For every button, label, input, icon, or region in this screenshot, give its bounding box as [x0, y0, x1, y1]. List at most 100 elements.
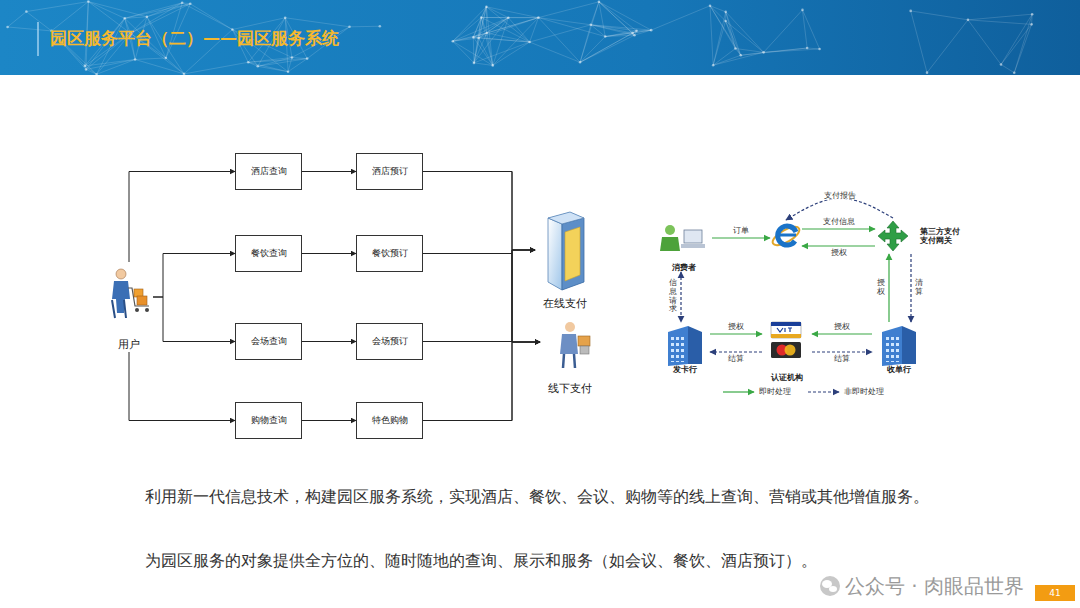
- network-pattern-part: [123, 17, 126, 20]
- network-pattern-part: [709, 4, 712, 7]
- network-pattern-part: [348, 26, 351, 29]
- server-icon-part: [548, 212, 584, 290]
- network-pattern-part: [909, 10, 912, 13]
- acquirer-bank-icon: [882, 326, 916, 366]
- network-pattern-part: [927, 20, 968, 73]
- legend-sample: [722, 388, 756, 396]
- acquirer-bank-icon-part: [882, 326, 902, 366]
- network-pattern-part: [712, 64, 715, 67]
- network-pattern-part: [528, 41, 531, 44]
- network-pattern-part: [486, 7, 508, 18]
- network-pattern-part: [538, 18, 590, 25]
- network-pattern-part: [538, 18, 605, 37]
- connector: [423, 172, 540, 343]
- network-pattern-part: [182, 3, 232, 30]
- consumer-icon: [660, 225, 705, 251]
- consumer-icon-part: [681, 244, 705, 248]
- legend-item: 非即时处理: [807, 386, 884, 397]
- network-pattern-part: [472, 36, 475, 39]
- network-pattern-part: [530, 25, 591, 42]
- network-pattern-part: [95, 73, 98, 75]
- network-pattern-part: [493, 18, 509, 66]
- server-icon: [548, 212, 584, 290]
- process-box: 购物查询: [235, 402, 302, 439]
- network-pattern-part: [508, 17, 538, 18]
- node-label: 用户: [118, 339, 140, 352]
- network-pattern-part: [135, 59, 184, 73]
- network-pattern-part: [125, 4, 191, 19]
- server-icon-part: [565, 227, 580, 281]
- edge-label: 授权: [833, 323, 851, 332]
- issuer-bank-icon-part: [688, 326, 702, 364]
- network-pattern-part: [739, 54, 742, 57]
- network-pattern-part: [473, 62, 476, 65]
- network-pattern-part: [1001, 65, 1014, 73]
- user-cart-icon-part: [128, 288, 149, 306]
- legend-sample: [807, 388, 841, 396]
- network-pattern-part: [474, 33, 487, 63]
- cashier-icon-part: [565, 322, 575, 332]
- connector: [710, 333, 762, 334]
- network-pattern-part: [634, 30, 651, 35]
- network-pattern-part: [710, 6, 713, 65]
- node-label: 餐饮查询: [251, 248, 287, 258]
- network-pattern-part: [25, 10, 28, 13]
- edge-label: 授权: [877, 278, 885, 298]
- network-pattern-part: [183, 73, 186, 75]
- cashier-icon-part: [580, 346, 589, 354]
- network-pattern-part: [453, 7, 487, 42]
- connector: [302, 171, 356, 172]
- network-pattern: [6, 0, 1033, 75]
- network-pattern-part: [474, 7, 486, 63]
- network-pattern-part: [968, 14, 1032, 20]
- node-label: 购物查询: [251, 415, 287, 425]
- page-number: 41: [1035, 585, 1075, 601]
- connector: [812, 333, 872, 334]
- card-icons-part: [771, 334, 801, 338]
- edge-label: 授权: [830, 249, 848, 258]
- edge-label: 订单: [732, 227, 750, 236]
- network-pattern-part: [762, 51, 765, 54]
- body-text: 利用新一代信息技术，构建园区服务系统，实现酒店、餐饮、会议、购物等的线上查询、营…: [98, 481, 958, 512]
- network-pattern-part: [538, 2, 598, 18]
- network-pattern-part: [911, 11, 968, 20]
- node-label: 特色购物: [372, 415, 408, 425]
- legend-sample-part: [808, 391, 839, 392]
- network-pattern-part: [486, 7, 492, 66]
- network-pattern-part: [1030, 23, 1033, 26]
- card-icons-part: [771, 322, 801, 326]
- edge-label: 授权: [727, 323, 745, 332]
- title-bar: [37, 22, 39, 56]
- connector: [129, 352, 235, 421]
- browser-icon: [770, 223, 802, 248]
- network-pattern-part: [651, 6, 710, 30]
- connector: [129, 172, 235, 263]
- network-pattern-part: [147, 4, 190, 17]
- bank-node: 收单行: [872, 322, 925, 374]
- body-text: 为园区服务的对象提供全方位的、随时随地的查询、展示和服务（如会议、餐饮、酒店预订…: [98, 545, 958, 576]
- network-pattern-part: [8, 12, 27, 27]
- network-pattern-part: [287, 70, 290, 73]
- connector: [423, 172, 535, 251]
- network-pattern-part: [713, 55, 741, 65]
- connector: [302, 341, 356, 342]
- node-label: 酒店预订: [372, 166, 408, 176]
- node-label: 在线支付: [543, 298, 587, 311]
- network-pattern-part: [284, 16, 287, 19]
- network-pattern-part: [764, 10, 803, 52]
- network-pattern-part: [968, 20, 1032, 25]
- network-pattern-part: [285, 18, 349, 27]
- network-pattern-part: [473, 33, 486, 37]
- acquirer-bank-icon-part: [884, 334, 900, 362]
- cashier-icon-part: [578, 336, 590, 346]
- network-pattern-part: [181, 2, 184, 5]
- network-pattern-part: [485, 5, 488, 8]
- process-box: 餐饮预订: [356, 235, 423, 272]
- edge-label: 支付报告: [823, 191, 857, 200]
- legend-item: 即时处理: [722, 386, 791, 397]
- connector: [153, 254, 235, 298]
- connector: [888, 254, 889, 322]
- card-icons-part: [785, 345, 796, 356]
